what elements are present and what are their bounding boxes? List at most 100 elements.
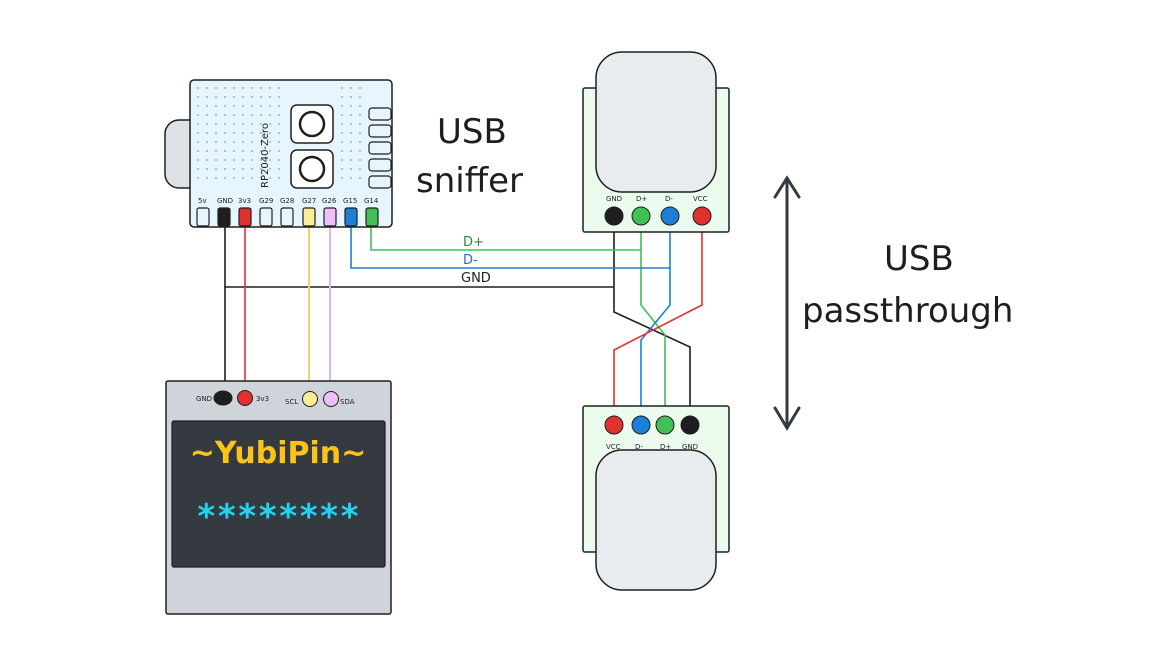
board-dot: [341, 114, 343, 116]
board-dot: [251, 123, 253, 125]
board-dot: [269, 123, 271, 125]
board-dot: [359, 132, 361, 134]
board-dot: [233, 114, 235, 116]
board-pin-g15: G15: [343, 197, 357, 205]
board-header-3v3: [238, 207, 252, 227]
bottom-usb-dot-dminus: [631, 415, 651, 435]
board-dot: [269, 168, 271, 170]
board-dot: [242, 177, 244, 179]
bottom-usb-connector: VCC D- D+ GND: [582, 405, 730, 591]
board-dot: [206, 177, 208, 179]
display-pin-scl: SCL: [285, 398, 298, 406]
board-dot: [341, 105, 343, 107]
board-dot: [278, 132, 280, 134]
board-dot: [260, 123, 262, 125]
board-dot: [215, 150, 217, 152]
board-dot: [269, 159, 271, 161]
board-dot: [260, 141, 262, 143]
board-header-5v: [196, 207, 210, 227]
board-dot: [251, 159, 253, 161]
board-dot: [215, 123, 217, 125]
board-dot: [197, 105, 199, 107]
board-dot: [242, 150, 244, 152]
display-screen: [171, 420, 386, 568]
top-usb-pin-dplus: D+: [636, 195, 647, 203]
top-usb-pin-dminus: D-: [665, 195, 673, 203]
display-dot-sda: [323, 391, 339, 407]
board-header-g26: [323, 207, 337, 227]
board-dot: [269, 87, 271, 89]
board-dot: [350, 177, 352, 179]
board-dot: [278, 141, 280, 143]
wire-vcc-cross: [613, 217, 703, 421]
bottom-usb-pin-vcc: VCC: [606, 443, 621, 451]
board-pin-headers: [196, 207, 379, 227]
board-pin-gnd: GND: [217, 197, 233, 205]
board-dot: [215, 132, 217, 134]
board-dot: [350, 87, 352, 89]
board-dot: [206, 132, 208, 134]
board-pin-g29: G29: [259, 197, 273, 205]
board-dot: [251, 105, 253, 107]
wire-dminus: [350, 225, 671, 269]
board-dot: [359, 105, 361, 107]
top-usb-plug: [595, 51, 717, 193]
wire-label-dminus: D-: [463, 253, 478, 268]
top-usb-dot-dminus: [660, 206, 680, 226]
board-dot: [197, 87, 199, 89]
display-dot-gnd: [213, 390, 233, 406]
board-dot: [224, 96, 226, 98]
board-dot: [215, 105, 217, 107]
board-dot: [359, 96, 361, 98]
board-dot: [359, 141, 361, 143]
board-header-g28: [280, 207, 294, 227]
board-dot: [233, 159, 235, 161]
top-usb-dot-dplus: [631, 206, 651, 226]
board-dot: [359, 159, 361, 161]
board-button-reset: [290, 104, 334, 144]
board-header-g29: [259, 207, 273, 227]
board-dot: [215, 96, 217, 98]
display-dot-3v3: [237, 390, 253, 406]
board-dot: [278, 96, 280, 98]
top-usb-connector: GND D+ D- VCC: [582, 51, 730, 233]
wire-gnd-top-usb: [613, 217, 691, 421]
board-pin-g28: G28: [280, 197, 294, 205]
board-dot: [278, 105, 280, 107]
board-dot: [242, 87, 244, 89]
board-dot: [215, 141, 217, 143]
board-dot: [260, 96, 262, 98]
board-dot: [224, 105, 226, 107]
board-dot: [251, 96, 253, 98]
board-dot: [206, 114, 208, 116]
board-dot: [359, 87, 361, 89]
board-dot: [206, 96, 208, 98]
board-dot: [260, 168, 262, 170]
board-dot: [224, 132, 226, 134]
board-dot: [260, 105, 262, 107]
wire-label-gnd: GND: [461, 271, 491, 286]
board-dot: [197, 123, 199, 125]
board-dot: [278, 87, 280, 89]
board-dot: [251, 177, 253, 179]
oled-display: GND 3v3 SCL SDA ~YubiPin~ ********: [165, 380, 392, 615]
title-passthrough-line2: passthrough: [802, 291, 1013, 331]
board-dot: [269, 105, 271, 107]
board-dot: [278, 150, 280, 152]
board-dot: [278, 114, 280, 116]
wire-dplus: [370, 225, 642, 251]
board-dot: [224, 123, 226, 125]
display-pin-sda: SDA: [340, 398, 355, 406]
board-dot: [233, 96, 235, 98]
board-dot: [269, 114, 271, 116]
board-dot: [350, 114, 352, 116]
board-dot: [224, 168, 226, 170]
board-dot: [269, 177, 271, 179]
board-pin-g14: G14: [364, 197, 379, 205]
board-dot: [251, 132, 253, 134]
board-dot: [224, 87, 226, 89]
board-dot: [341, 159, 343, 161]
board-dot: [242, 105, 244, 107]
display-title: ~YubiPin~: [190, 436, 367, 471]
